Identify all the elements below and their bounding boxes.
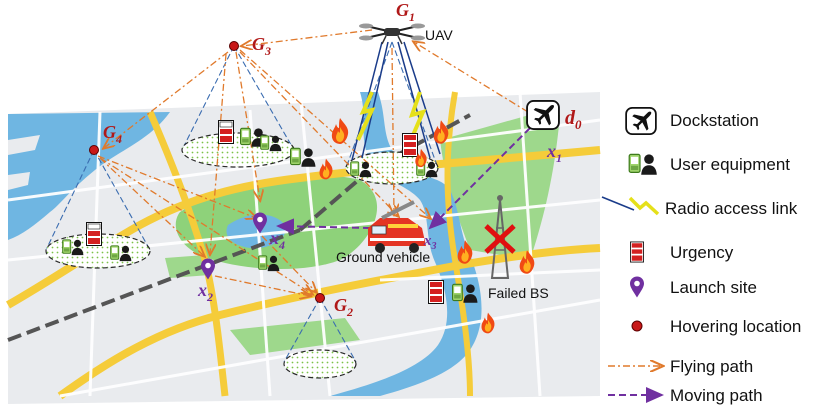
lightning-link-right <box>408 91 427 143</box>
cone-g2 <box>283 297 357 363</box>
location-pin-icon <box>630 276 644 298</box>
red-dot-icon <box>631 320 643 332</box>
legend-label-radio-access-link: Radio access link <box>665 199 798 218</box>
legend-label-moving-path: Moving path <box>670 386 763 405</box>
label-g3: G3 <box>252 34 271 58</box>
dockstation-airplane-icon <box>526 100 560 130</box>
ground-vehicle-icon <box>368 200 426 253</box>
label-x4: x4 <box>269 228 285 252</box>
hovering-dot-g2 <box>315 293 325 303</box>
urgency-icon-failed-bs <box>428 280 444 304</box>
legend: Dockstation User equipment Radio access … <box>601 107 801 405</box>
uav-drone-icon <box>359 23 425 45</box>
airplane-icon <box>625 107 657 135</box>
cone-g4 <box>45 149 151 251</box>
failed-base-station-icon <box>484 195 516 279</box>
urgency-icon-g1 <box>402 132 418 158</box>
lightning-icon <box>601 196 660 216</box>
label-x1: x1 <box>546 141 562 165</box>
legend-label-flying-path: Flying path <box>670 357 753 376</box>
legend-label-urgency: Urgency <box>670 243 734 262</box>
coverage-cones <box>45 41 439 363</box>
label-g4: G4 <box>103 122 122 146</box>
user-equipment-icon <box>628 153 658 176</box>
hovering-dot-g3 <box>229 41 239 51</box>
urgency-icon-g3 <box>218 120 234 144</box>
legend-label-dockstation: Dockstation <box>670 111 759 130</box>
legend-label-hovering-location: Hovering location <box>670 317 801 336</box>
sea-area <box>8 112 170 240</box>
cone-g3 <box>181 45 295 151</box>
label-d0: d0 <box>565 107 582 132</box>
legend-label-user-equipment: User equipment <box>670 155 790 174</box>
uav-label: UAV <box>425 27 453 43</box>
label-x3: x3 <box>423 233 437 252</box>
coverage-area-g2 <box>283 349 357 379</box>
urgency-icon-g4 <box>86 222 102 246</box>
urgency-icon <box>630 241 644 263</box>
legend-label-launch-site: Launch site <box>670 278 757 297</box>
failed-bs-label: Failed BS <box>488 285 549 301</box>
south-park <box>230 318 360 355</box>
label-g2: G2 <box>334 295 353 319</box>
ground-vehicle-label: Ground vehicle <box>336 249 430 265</box>
hovering-dot-g4 <box>89 145 99 155</box>
label-x2: x2 <box>197 280 213 304</box>
city-map <box>6 91 601 404</box>
label-g1: G1 <box>396 0 415 24</box>
lightning-link-left <box>356 91 376 141</box>
moving-paths <box>276 127 531 235</box>
